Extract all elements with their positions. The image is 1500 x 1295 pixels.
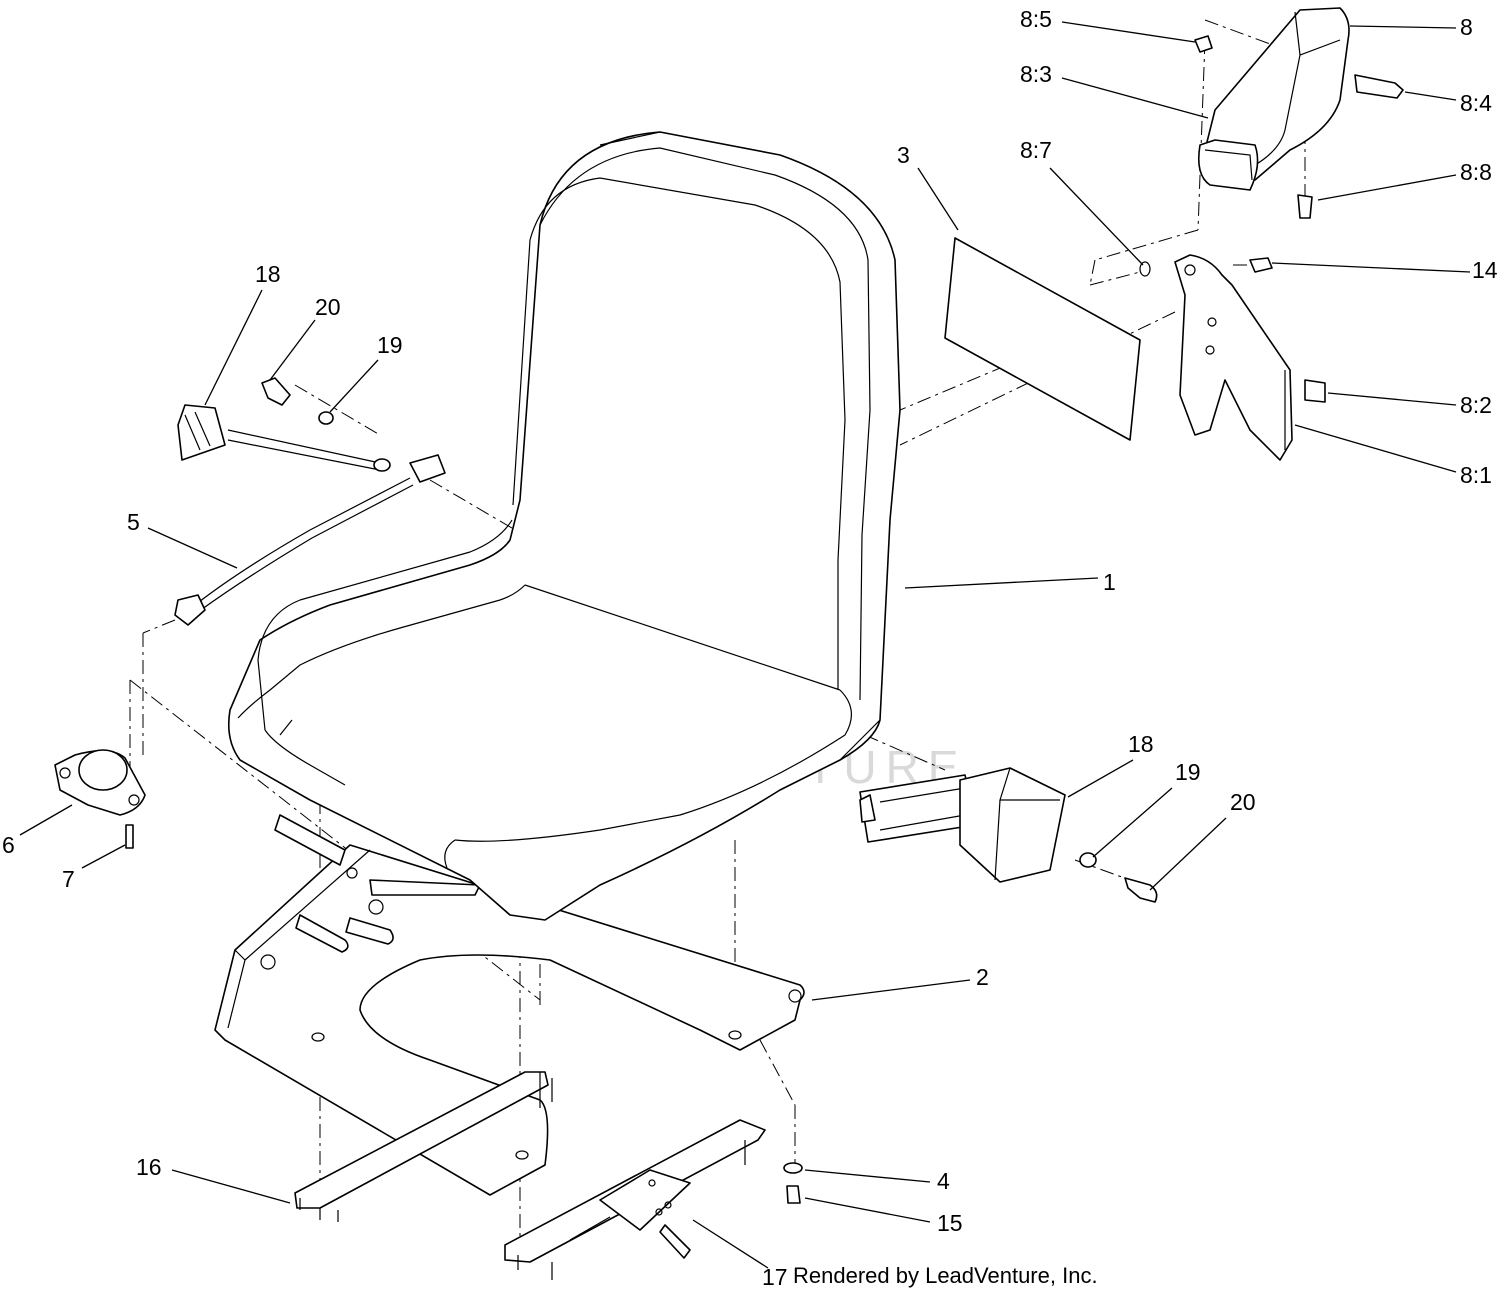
- callout-19-right: 19: [1175, 759, 1201, 785]
- callout-18-left: 18: [255, 261, 281, 287]
- seat-belt-buckle-right: [859, 767, 1158, 903]
- callout-8-1: 8:1: [1460, 462, 1492, 488]
- callout-20-right: 20: [1230, 789, 1256, 815]
- callout-4: 4: [937, 1168, 950, 1194]
- callout-16: 16: [136, 1154, 162, 1180]
- callout-8-7: 8:7: [1020, 137, 1052, 163]
- seat-switch: [54, 749, 146, 849]
- seat-switch-harness: [174, 454, 446, 626]
- callout-19-left: 19: [377, 332, 403, 358]
- callout-6: 6: [2, 832, 15, 858]
- render-credit: Rendered by LeadVenture, Inc.: [793, 1263, 1098, 1288]
- decal: [944, 237, 1141, 441]
- callout-2: 2: [976, 964, 989, 990]
- armrest-assembly: [1139, 7, 1404, 461]
- seat-cushion-and-back: [227, 131, 901, 921]
- callout-18-right: 18: [1128, 731, 1154, 757]
- mounting-hardware: [783, 1162, 803, 1204]
- callout-3: 3: [897, 142, 910, 168]
- slide-rails: [294, 1071, 766, 1280]
- callout-8-8: 8:8: [1460, 159, 1492, 185]
- callout-labels: 8:5 8 8:3 8:4 3 8:7 8:8 14 18 20 19 8:2 …: [2, 6, 1498, 1290]
- callout-14: 14: [1472, 257, 1498, 283]
- leader-lines: [19, 21, 1471, 1269]
- callout-8-3: 8:3: [1020, 61, 1052, 87]
- seat-belt-left: [177, 377, 391, 472]
- callout-8-2: 8:2: [1460, 392, 1492, 418]
- callout-20-left: 20: [315, 294, 341, 320]
- callout-7: 7: [62, 866, 75, 892]
- callout-17: 17: [762, 1264, 788, 1290]
- callout-15: 15: [937, 1210, 963, 1236]
- callout-1: 1: [1103, 569, 1116, 595]
- callout-8-4: 8:4: [1460, 90, 1492, 116]
- seat-base-plate: [214, 814, 805, 1196]
- callout-8: 8: [1460, 14, 1473, 40]
- callout-8-5: 8:5: [1020, 6, 1052, 32]
- callout-5: 5: [127, 509, 140, 535]
